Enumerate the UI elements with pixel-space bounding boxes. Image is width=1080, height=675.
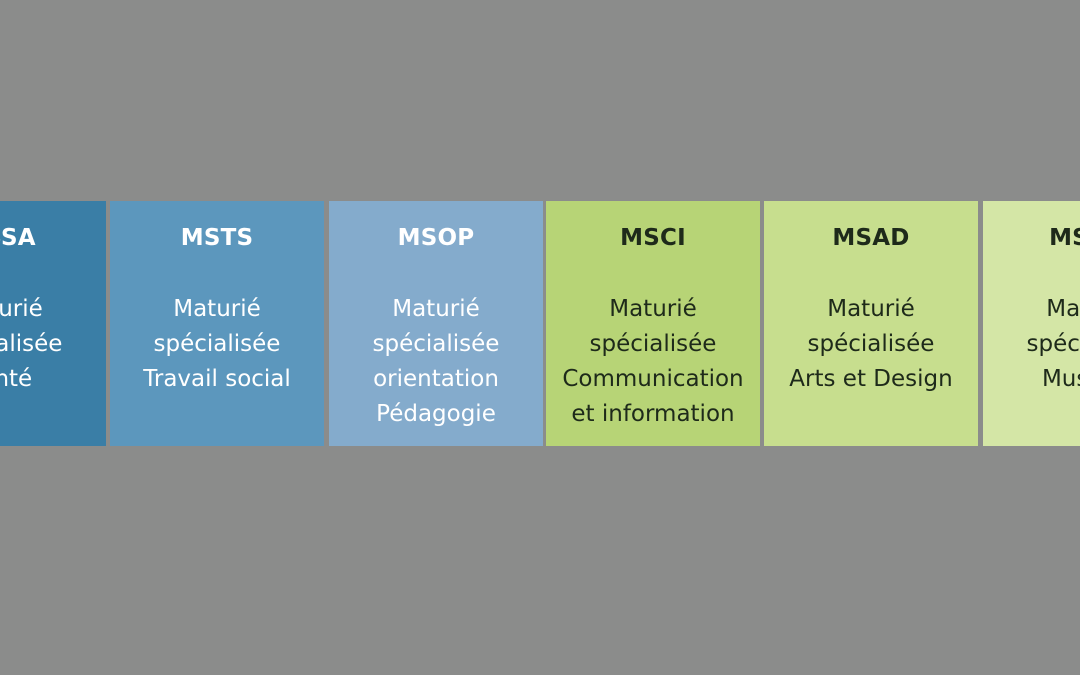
card-msci: MSCI Maturié spécialisée Communication e…: [546, 201, 760, 446]
card-line: spécialisée: [0, 331, 63, 357]
card-description: Maturié spécialisée Arts et Design: [764, 292, 978, 397]
card-line: orientation: [373, 366, 499, 392]
card-line: Santé: [0, 366, 33, 392]
card-line: spécialisée: [372, 331, 500, 357]
card-line: et information: [571, 401, 735, 427]
card-mssa: MSSA Maturié spécialisée Santé: [0, 201, 106, 446]
card-description: Maturié spécialisée orientation Pédagogi…: [329, 292, 543, 432]
card-line: Maturié: [392, 296, 480, 322]
card-line: Travail social: [143, 366, 291, 392]
card-line: spécialisée: [807, 331, 935, 357]
card-description: Maturié spécialisée Santé: [0, 292, 106, 397]
card-msmu: MSMU Maturié spécialisée Musique: [983, 201, 1080, 446]
card-line: Communication: [562, 366, 744, 392]
card-line: spécialisée: [153, 331, 281, 357]
card-code: MSAD: [832, 225, 910, 251]
card-description: Maturié spécialisée Travail social: [110, 292, 324, 397]
card-description: Maturié spécialisée Musique: [983, 292, 1080, 397]
card-line: Maturié: [0, 296, 43, 322]
card-line: spécialisée: [1026, 331, 1080, 357]
card-code: MSMU: [1049, 225, 1080, 251]
card-code: MSSA: [0, 225, 36, 251]
card-line: Musique: [1041, 366, 1080, 392]
card-description: Maturié spécialisée Communication et inf…: [546, 292, 760, 432]
card-code: MSOP: [397, 225, 475, 251]
card-code: MSCI: [620, 225, 686, 251]
card-line: Maturié: [827, 296, 915, 322]
card-line: Maturié: [609, 296, 697, 322]
card-line: Maturié: [173, 296, 261, 322]
card-line: Maturié: [1046, 296, 1080, 322]
card-line: Pédagogie: [376, 401, 496, 427]
card-msts: MSTS Maturié spécialisée Travail social: [110, 201, 324, 446]
card-line: spécialisée: [589, 331, 717, 357]
card-code: MSTS: [180, 225, 254, 251]
card-line: Arts et Design: [789, 366, 953, 392]
card-msop: MSOP Maturié spécialisée orientation Péd…: [329, 201, 543, 446]
card-msad: MSAD Maturié spécialisée Arts et Design: [764, 201, 978, 446]
